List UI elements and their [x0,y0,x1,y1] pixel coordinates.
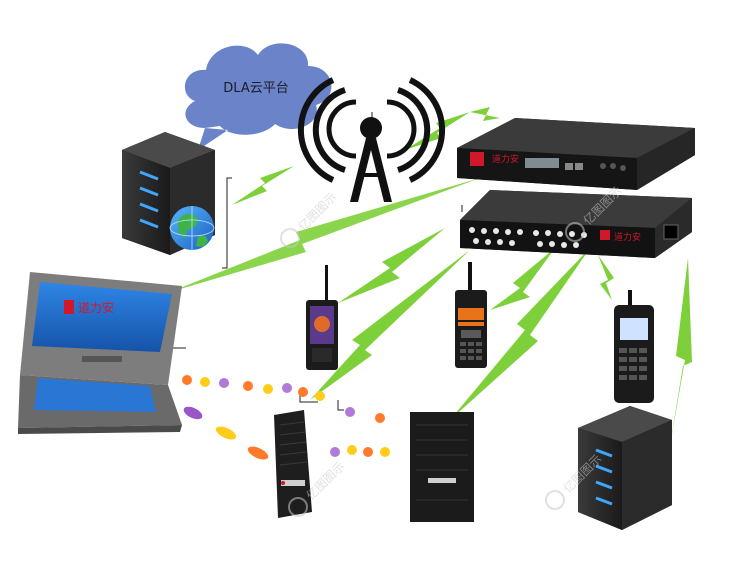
rugged-laptop: 道力安 [18,272,182,434]
rack-logo-text: 道力安 [492,153,519,165]
watermark-text-3: 亿图图示 [303,458,348,503]
link-rack-top [470,107,500,121]
laptop-logo-text: 道力安 [78,300,114,315]
walkie-talkie-keypad [614,290,654,403]
link-phone2 [490,248,555,310]
laptop-logo-mark [64,300,74,314]
radio-tower-icon [297,77,446,202]
handheld-terminal-1 [306,265,338,370]
rack-ports [469,227,587,248]
base-station-box [410,412,474,522]
link-phone3 [598,255,614,300]
link-server-tower [232,166,294,205]
wireless-links [170,107,692,445]
server-right [578,406,672,530]
server-led-bars [139,170,159,229]
portable-radio-unit [274,410,312,518]
server-left [122,132,215,255]
rack-unit-top: 道力安 [457,118,695,190]
cloud-shape: DLA云平台 [184,43,332,150]
globe-icon [169,206,215,250]
signal-dots [182,375,390,460]
rack-logo-mark [470,152,484,166]
link-server2 [670,258,692,445]
rack2-logo-text: 道力安 [614,231,641,243]
link-phone1 [338,228,445,303]
link-laptop-rack [170,178,480,292]
link-handset1 [310,250,470,400]
rack-display [525,158,559,168]
link-tower-rack [405,112,470,150]
walkie-talkie-orange [455,262,487,368]
link-box [450,248,590,420]
cloud-label: DLA云平台 [223,81,288,96]
